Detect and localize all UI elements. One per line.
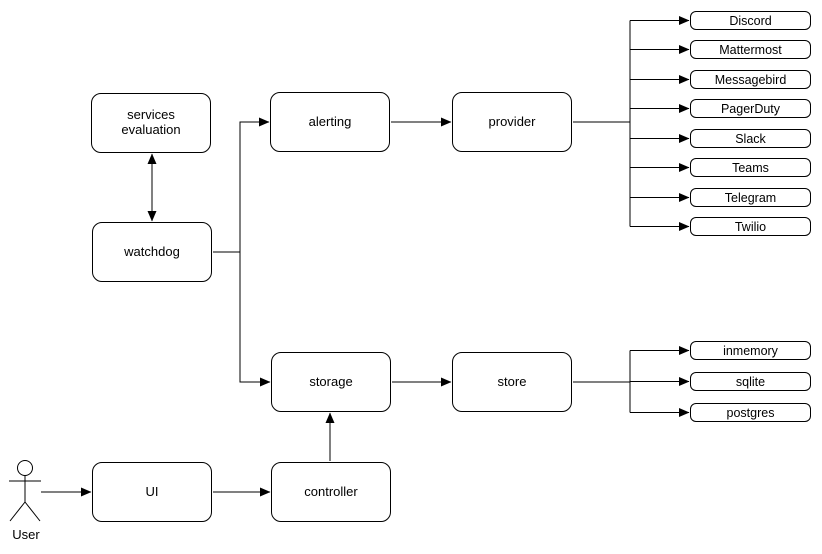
edge-watchdog-alerting <box>213 117 270 253</box>
node-teams: Teams <box>690 158 811 177</box>
node-inmemory: inmemory <box>690 341 811 360</box>
node-slack: Slack <box>690 129 811 148</box>
node-services-evaluation: services evaluation <box>91 93 211 153</box>
node-controller: controller <box>271 462 391 522</box>
node-postgres: postgres <box>690 403 811 422</box>
node-watchdog: watchdog <box>92 222 212 282</box>
edge-watchdog-storage <box>213 251 271 387</box>
node-provider: provider <box>452 92 572 152</box>
node-discord: Discord <box>690 11 811 30</box>
node-store: store <box>452 352 572 412</box>
node-pagerduty: PagerDuty <box>690 99 811 118</box>
node-messagebird: Messagebird <box>690 70 811 89</box>
node-alerting: alerting <box>270 92 390 152</box>
node-twilio: Twilio <box>690 217 811 236</box>
node-mattermost: Mattermost <box>690 40 811 59</box>
node-storage: storage <box>271 352 391 412</box>
node-telegram: Telegram <box>690 188 811 207</box>
stick-figure-user-icon <box>9 460 41 522</box>
node-ui: UI <box>92 462 212 522</box>
node-sqlite: sqlite <box>690 372 811 391</box>
user-actor-label: User <box>12 527 40 542</box>
